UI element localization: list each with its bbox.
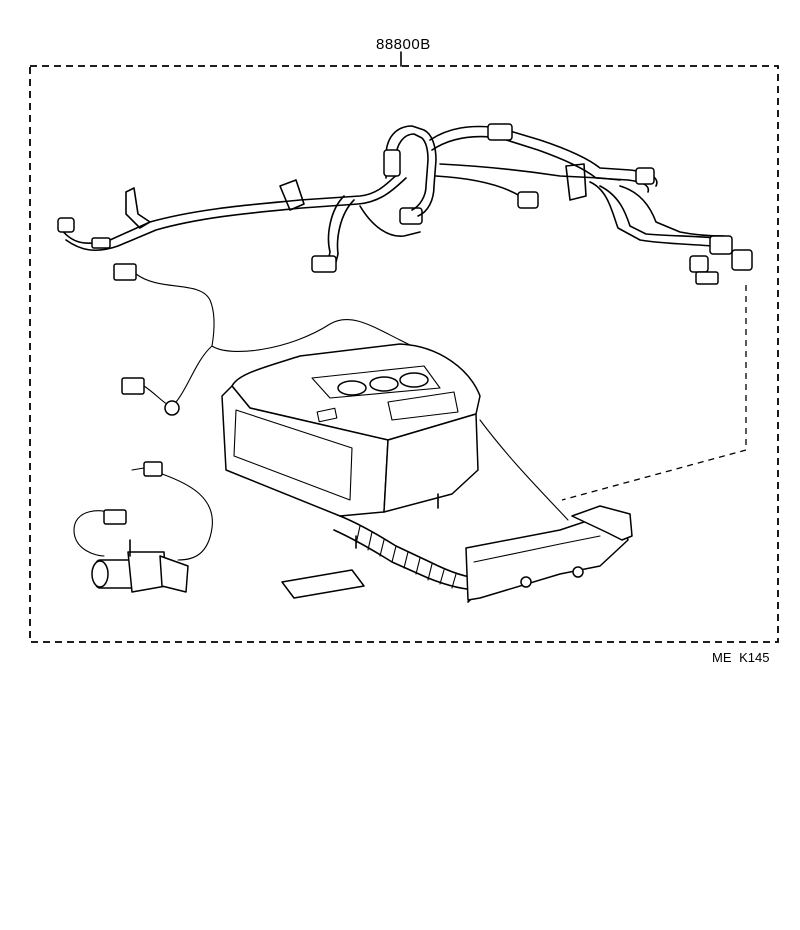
duct-and-hose: [333, 419, 633, 603]
figure-code: ME K145: [712, 650, 770, 665]
assembly-part-number: 88800B: [376, 36, 431, 53]
leader-line: [561, 285, 747, 501]
refrigerant-pipe-assembly: [57, 123, 753, 285]
evaporator-unit: [221, 343, 481, 549]
assembly-boundary: [29, 51, 779, 643]
servo-motor: [91, 539, 189, 593]
wiring-harness: [73, 263, 421, 561]
insulation-pad: [281, 569, 365, 599]
